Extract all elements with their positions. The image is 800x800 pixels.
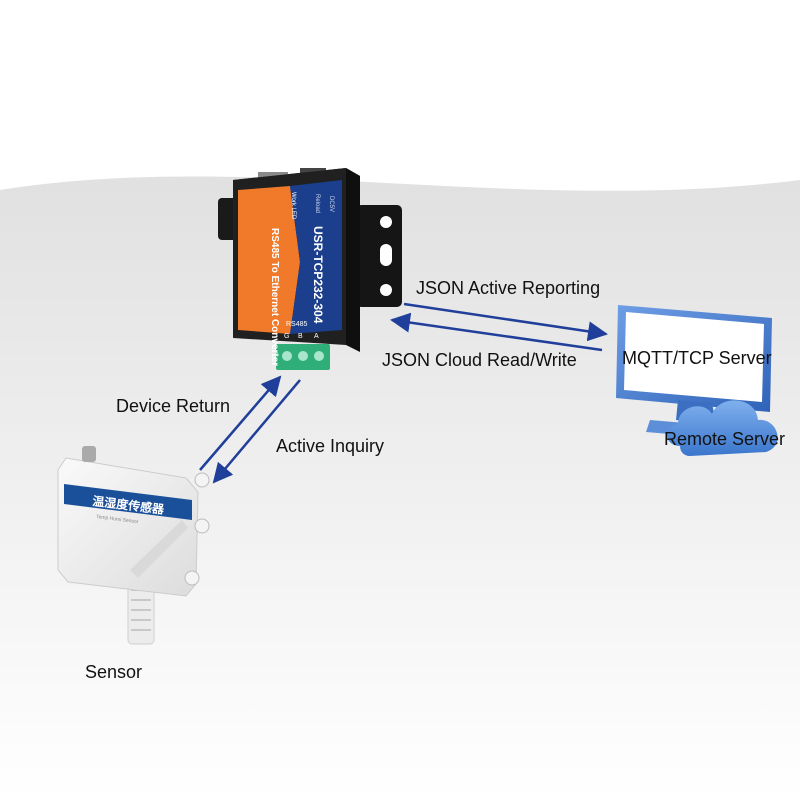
- converter-device: [218, 168, 402, 370]
- label-active-reporting: JSON Active Reporting: [416, 278, 601, 298]
- converter-port-text: RS485: [286, 321, 308, 328]
- cloud-icon: [666, 400, 778, 456]
- label-active-inquiry: Active Inquiry: [276, 436, 385, 456]
- sensor-subtext: Temp Humi Sensor: [96, 514, 139, 525]
- label-server-protocol: MQTT/TCP Server: [622, 348, 772, 368]
- label-device-return: Device Return: [116, 396, 231, 416]
- converter-blue-panel: [290, 180, 342, 334]
- arrow-active-reporting: [403, 302, 608, 342]
- converter-orange-panel: [238, 186, 300, 334]
- converter-terminal-g: G: [284, 333, 289, 340]
- converter-description-text: RS485 To Ethernet Converter: [269, 228, 280, 366]
- arrow-active-inquiry: [212, 379, 301, 484]
- converter-model-text: USR-TCP232-304: [311, 226, 325, 324]
- converter-terminal-b: B: [298, 333, 303, 340]
- arrow-device-return: [199, 375, 282, 471]
- converter-power-text: DC5V: [328, 196, 334, 212]
- converter-reload-text: Reload: [314, 194, 320, 213]
- arrow-cloud-read-write: [390, 312, 603, 352]
- sensor-device: [57, 446, 210, 645]
- label-cloud-read-write: JSON Cloud Read/Write: [382, 350, 577, 370]
- label-sensor: Sensor: [85, 662, 143, 682]
- label-remote-server: Remote Server: [664, 429, 786, 449]
- converter-terminal-a: A: [314, 333, 319, 340]
- converter-led-text: Work LED: [290, 192, 296, 220]
